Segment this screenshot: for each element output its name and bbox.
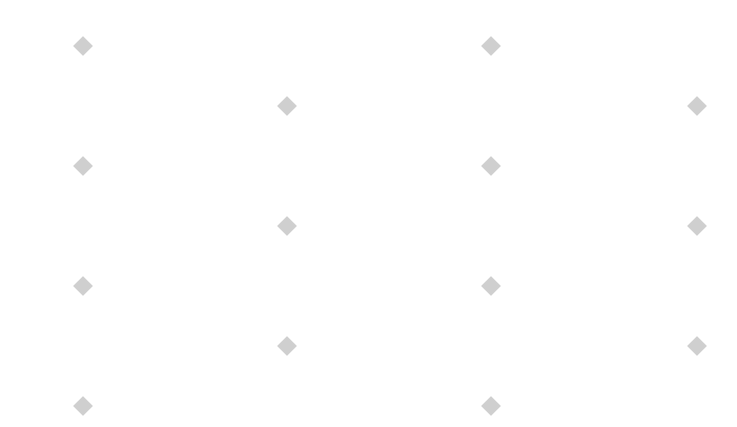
diamond-icon xyxy=(73,36,93,56)
diamond-icon xyxy=(277,96,297,116)
diamond-icon xyxy=(481,36,501,56)
diamond-icon xyxy=(687,96,707,116)
diamond-icon xyxy=(277,216,297,236)
diamond-icon xyxy=(481,396,501,416)
diamond-icon xyxy=(687,216,707,236)
diamond-icon xyxy=(481,156,501,176)
diamond-icon xyxy=(73,396,93,416)
diamond-icon xyxy=(73,276,93,296)
diamond-icon xyxy=(277,336,297,356)
diamond-icon xyxy=(481,276,501,296)
diamond-icon xyxy=(687,336,707,356)
diamond-icon xyxy=(73,156,93,176)
